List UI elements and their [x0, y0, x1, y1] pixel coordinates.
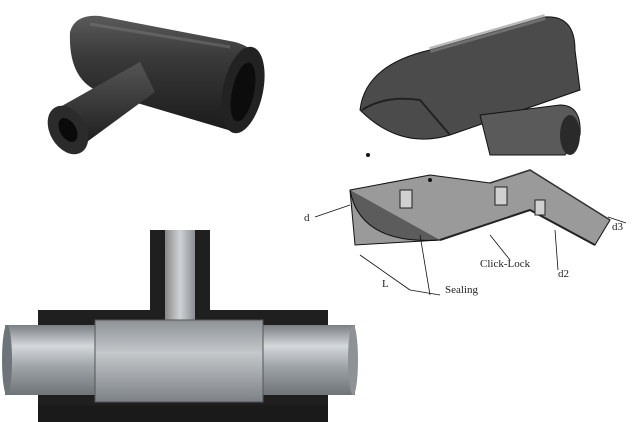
- tee-photo: [30, 2, 280, 172]
- tee-photo-icon: [47, 15, 265, 155]
- exploded-tee-drawing: d L Sealing Click-Lock d2 d3: [290, 5, 632, 305]
- label-d: d: [304, 212, 310, 224]
- label-d3: d3: [612, 221, 624, 233]
- tee-cross-section: [0, 225, 360, 422]
- label-L: L: [382, 278, 389, 290]
- cross-section-icon: [2, 230, 358, 422]
- label-sealing: Sealing: [445, 284, 478, 296]
- label-click-lock: Click-Lock: [480, 258, 531, 270]
- label-d2: d2: [558, 268, 569, 280]
- exploded-drawing-icon: d L Sealing Click-Lock d2 d3: [304, 14, 627, 296]
